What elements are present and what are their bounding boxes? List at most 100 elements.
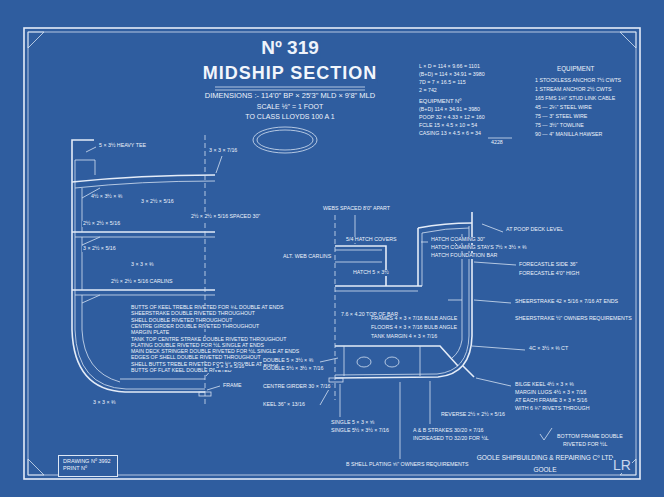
drawing-number: Nº 319 [260,38,320,58]
dimension-label: 165 FMS 1⅛" STUD LINK CABLE [534,96,616,102]
dimension-label: FORECASTLE 4'0" HIGH [518,271,580,277]
lightening-hole [357,357,371,367]
dimension-label: HATCH COAMING 30" [430,237,486,243]
dimension-label: 2½ × 2½ × 5/16 [82,221,121,227]
drawing-number-text: DRAWING Nº 3992 [63,458,113,465]
frame [82,188,120,382]
dimension-label: 4½ × 3½ × ⅜ [90,194,123,200]
hatch-coaming [417,228,419,286]
dimension-label: HATCH COAMING STAYS 7½ × 3½ × ⅜ [430,245,527,251]
dimension-label: (B+D) 114 × 34.91 = 3980 [418,107,481,113]
dimension-label: 90 — 4" MANILLA HAWSER [534,132,603,138]
dimension-label: B SHELL PLATING ⅝" OWNERS REQUIREMENTS [345,462,470,468]
dimension-label: SCALE ½" = 1 FOOT [256,103,324,110]
dimension-label: 3 × 3 × ⅜ [130,262,154,268]
dimension-label: 2½ × 2½ × 5/16 CARLINS [110,279,174,285]
dimension-label: EDGES OF SHELL DOUBLE RIVETED THROUGHOUT [130,355,262,360]
dimension-label: CENTRE GIRDER DOUBLE RIVETED THROUGHOUT [130,324,260,329]
dimension-label: AT EACH FRAME 3 × 3 × 5/16 [514,398,588,404]
border-frame [24,28,640,479]
dimension-label: WITH 6 ¾" RIVETS THROUGH [514,406,590,412]
dimension-label: 3 × 3 × 7/16 [208,148,238,154]
dimension-label: REVERSE 2½ × 2½ × 5/16 [440,412,506,418]
dimension-label: WEBS SPACED 8'0" APART [322,206,391,212]
dimension-label: MAIN DECK STRINGER DOUBLE RIVETED FOR ½L… [130,349,300,354]
dimension-label: 3 × 2½ × 5/16 [82,246,117,252]
dimension-label: SHEERSTRAKE DOUBLE RIVETED THROUGHOUT [130,311,256,316]
dimension-label: SHEERSTRAKE ½" OWNERS REQUIREMENTS [514,316,633,322]
dimension-label: SHELL BUTTS TREBLE RIVETED FOR ½L DOUBLE… [130,362,279,367]
bulwark-stay [75,160,95,175]
dimension-label: HATCH 5 × 3½ [352,270,390,276]
dimension-label: HATCH FOUNDATION BAR [430,253,498,259]
dimension-label: DOUBLE 5½ × 3½ × 7/16 [262,366,324,372]
dimension-label: TO CLASS LLOYDS 100 A 1 [244,113,335,120]
keel-plate [199,392,211,396]
dimension-label: 3 × 3 × 5/16 [215,364,245,370]
dimension-label: GOOLE [532,467,557,474]
dimension-label: FRAMES 4 × 3 × 7/16 BULB ANGLE [370,316,458,322]
dimension-label: ALT. WEB CARLINS [282,254,332,260]
equipment-rule [488,138,512,139]
dimension-label: 75 — 3½" TOWLINE [534,123,585,129]
dimension-label: 4C × 3½ × ⅜ CT [528,346,569,352]
dimension-label: FRAME [222,383,243,389]
dimension-label: RIVETED FOR ½L [562,442,608,448]
drawing-title: MIDSHIP SECTION [203,64,378,83]
hatch-cover [335,250,382,262]
dimension-label: (B+D) = 114 × 34.91 = 3980 [418,72,486,78]
lightening-hole [385,357,399,367]
dimension-label: EQUIPMENT [556,66,595,73]
dimension-label: FCLE 15 × 4.5 × 10 = 54 [418,123,478,129]
drawing-number-text: PRINT Nº [63,465,113,472]
hatch-cover [335,246,386,286]
dimension-label: 1 STREAM ANCHOR 2½ CWTS [534,87,613,93]
dimension-label: POOP 32 × 4.33 × 12 = 160 [418,115,486,121]
dimension-label: TANK TOP CENTRE STRAKE DOUBLE RIVETED TH… [130,337,287,342]
dimension-label: 3 × 3 × ⅜ [92,400,116,406]
deck-plating [72,231,215,233]
dimension-label: MARGIN PLATE [130,330,170,335]
deck-beam [335,291,418,292]
tank-top [120,379,205,380]
dimension-label: A & B STRAKES 30/20 × 7/16 [412,428,485,434]
centre-line [335,215,336,400]
deck-beam [75,237,215,238]
dimension-label: 75 — 3" STEEL WIRE [534,114,588,120]
deck-beam [75,295,215,296]
dimension-label: 7D = 7 × 16.5 = 115 [418,80,467,86]
deck-beam [422,228,469,233]
dimension-label: FLOORS 4 × 3 × 7/16 BULB ANGLE [370,325,458,331]
deck-plating [72,289,215,291]
dimension-label: SHEERSTRAKE 42 × 5/16 × 7/16 AT ENDS [514,299,619,305]
approval-stamp [253,127,317,153]
keel-plate [329,378,343,382]
centre-girder [344,346,420,376]
dimension-label: SINGLE 5 × 3 × ⅝ [330,420,375,426]
corner-ornament [28,32,636,475]
dimension-label: EQUIPMENT Nº [418,98,462,104]
dimension-label: INCREASED TO 32/20 FOR ½L [412,436,490,442]
dimension-label: 2½ × 2½ × 5/16 SPACED 30" [190,214,261,220]
title-underline [215,87,365,90]
drawing-number-box: DRAWING Nº 3992PRINT Nº [58,455,118,477]
dimension-label: CENTRE GIRDER 30 × 7/16 [262,384,332,390]
dimension-label: BUTTS OF KEEL TREBLE RIVETED FOR ¾L DOUB… [130,305,284,310]
dimension-label: L × D = 114 × 9.66 = 1101 [418,64,481,70]
dimension-label: DIMENSIONS :- 114'0" BP × 25'3" MLD × 9'… [204,92,376,100]
border-frame [28,32,636,475]
deck-plating [418,223,472,228]
dimension-label: 4228 [490,140,504,146]
dimension-label: TANK MARGIN 4 × 3 × 7/16 [370,334,438,340]
dimension-label: GOOLE SHIPBUILDING & REPAIRING Cº LTD [476,455,615,462]
dimension-label: MARGIN LUGS 4½ × 3 × 7/16 [514,390,587,396]
dimension-label: LR [612,458,632,473]
dimension-label: BILGE KEEL 4½ × 3 × ⅜ [514,382,575,388]
dimension-label: SHELL DOUBLE RIVETED THROUGHOUT [130,318,233,323]
dimension-label: 2 = 742 [418,88,438,94]
check-mark [540,428,552,440]
dimension-label: FORECASTLE SIDE 36" [518,262,578,268]
approval-stamp [257,130,313,150]
dimension-label: 5/4 HATCH COVERS [345,237,398,243]
